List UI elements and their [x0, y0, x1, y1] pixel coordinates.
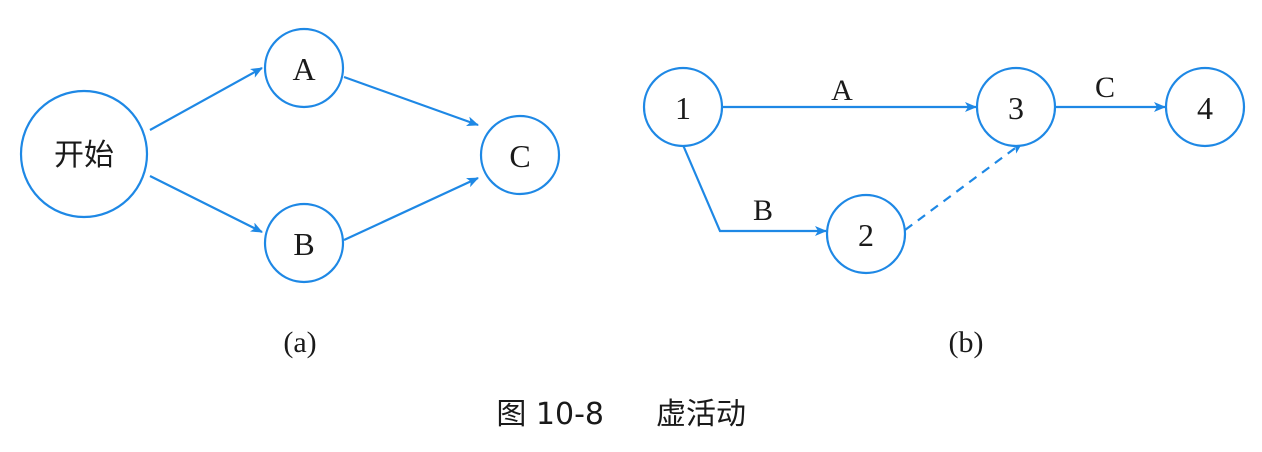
- node-b-label: B: [293, 226, 314, 262]
- node-c: C: [479, 114, 561, 196]
- caption-number: 图 10-8: [496, 397, 604, 432]
- node-start: 开始: [19, 89, 149, 219]
- node-a-label: A: [292, 51, 315, 87]
- node-4: 4: [1164, 66, 1246, 148]
- edge-label-c: C: [1095, 71, 1115, 104]
- node-1-label: 1: [675, 90, 691, 126]
- edge-start-to-b: [149, 175, 263, 233]
- node-3-label: 3: [1008, 90, 1024, 126]
- edge-label-b: B: [753, 194, 773, 227]
- subfigure-label-a: (a): [283, 326, 316, 359]
- edge-label-a: A: [831, 74, 853, 107]
- node-4-label: 4: [1197, 90, 1213, 126]
- diagram-a: 开始 A B C (a): [19, 27, 561, 359]
- node-c-label: C: [509, 138, 530, 174]
- node-a: A: [263, 27, 345, 109]
- node-2-label: 2: [858, 217, 874, 253]
- dummy-edge-2-to-3: [904, 142, 1023, 231]
- edge-b-to-c: [343, 177, 479, 241]
- edge-1-to-2: [681, 144, 827, 236]
- subfigure-label-b: (b): [949, 326, 984, 359]
- edge-a-to-c: [343, 75, 479, 127]
- diagram-b: A B C 1 3 4 2 (b): [642, 66, 1246, 359]
- edge-start-to-a: [149, 67, 263, 131]
- figure-caption: 图 10-8 虚活动: [496, 397, 746, 432]
- node-1: 1: [642, 66, 724, 148]
- node-b: B: [263, 202, 345, 284]
- node-start-label: 开始: [54, 138, 114, 173]
- caption-title: 虚活动: [656, 397, 746, 432]
- node-3: 3: [975, 66, 1057, 148]
- node-2: 2: [825, 193, 907, 275]
